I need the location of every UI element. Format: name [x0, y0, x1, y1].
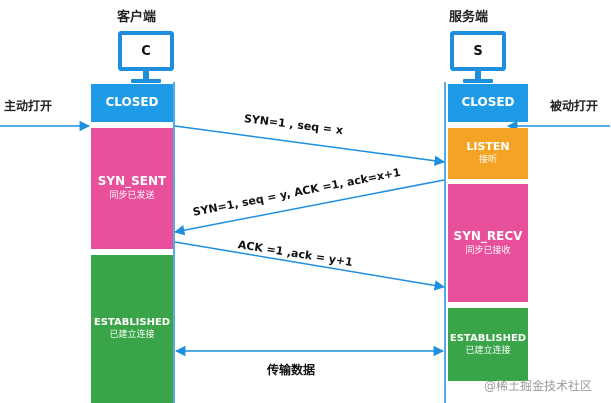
syn-arrow — [174, 125, 446, 166]
server-monitor-base — [463, 79, 493, 83]
ack-arrow — [174, 241, 446, 291]
server-state-established: ESTABLISHED 已建立连接 — [448, 308, 528, 381]
server-state-listen: LISTEN 接听 — [448, 128, 528, 179]
syn-ack-arrow — [173, 179, 445, 236]
client-state-closed: CLOSED — [91, 84, 173, 122]
server-state-syn-recv: SYN_RECV 同步已接收 — [448, 184, 528, 302]
client-monitor-screen: C — [118, 31, 174, 71]
server-closed-label: CLOSED — [461, 95, 515, 110]
server-state-closed: CLOSED — [448, 84, 528, 122]
server-established-label: ESTABLISHED — [449, 332, 527, 344]
syn-sent-label: SYN_SENT — [97, 174, 167, 189]
server-monitor-icon: S — [450, 31, 506, 83]
syn-recv-sub-label: 同步已接收 — [465, 245, 511, 256]
client-monitor-stand — [143, 71, 149, 79]
client-monitor-icon: C — [118, 31, 174, 83]
listen-sub-label: 接听 — [478, 155, 497, 166]
server-established-sub-label: 已建立连接 — [465, 345, 511, 356]
client-title: 客户端 — [117, 10, 157, 25]
syn-sent-sub-label: 同步已发送 — [109, 191, 155, 201]
syn-recv-label: SYN_RECV — [453, 228, 523, 243]
client-state-syn-sent: SYN_SENT 同步已发送 — [91, 128, 173, 249]
server-title: 服务端 — [449, 10, 489, 25]
passive-open-label: 被动打开 — [550, 99, 599, 113]
client-state-established: ESTABLISHED 已建立连接 — [91, 255, 173, 403]
active-open-label: 主动打开 — [4, 99, 53, 113]
server-monitor-screen: S — [450, 31, 506, 71]
client-established-label: ESTABLISHED — [93, 317, 171, 329]
listen-label: LISTEN — [466, 140, 510, 154]
client-monitor-base — [131, 79, 161, 83]
client-established-sub-label: 已建立连接 — [109, 330, 155, 341]
watermark: @稀土掘金技术社区 — [484, 379, 593, 393]
server-monitor-stand — [475, 71, 481, 79]
transfer-data-label: 传输数据 — [267, 363, 316, 377]
client-closed-label: CLOSED — [105, 95, 159, 110]
